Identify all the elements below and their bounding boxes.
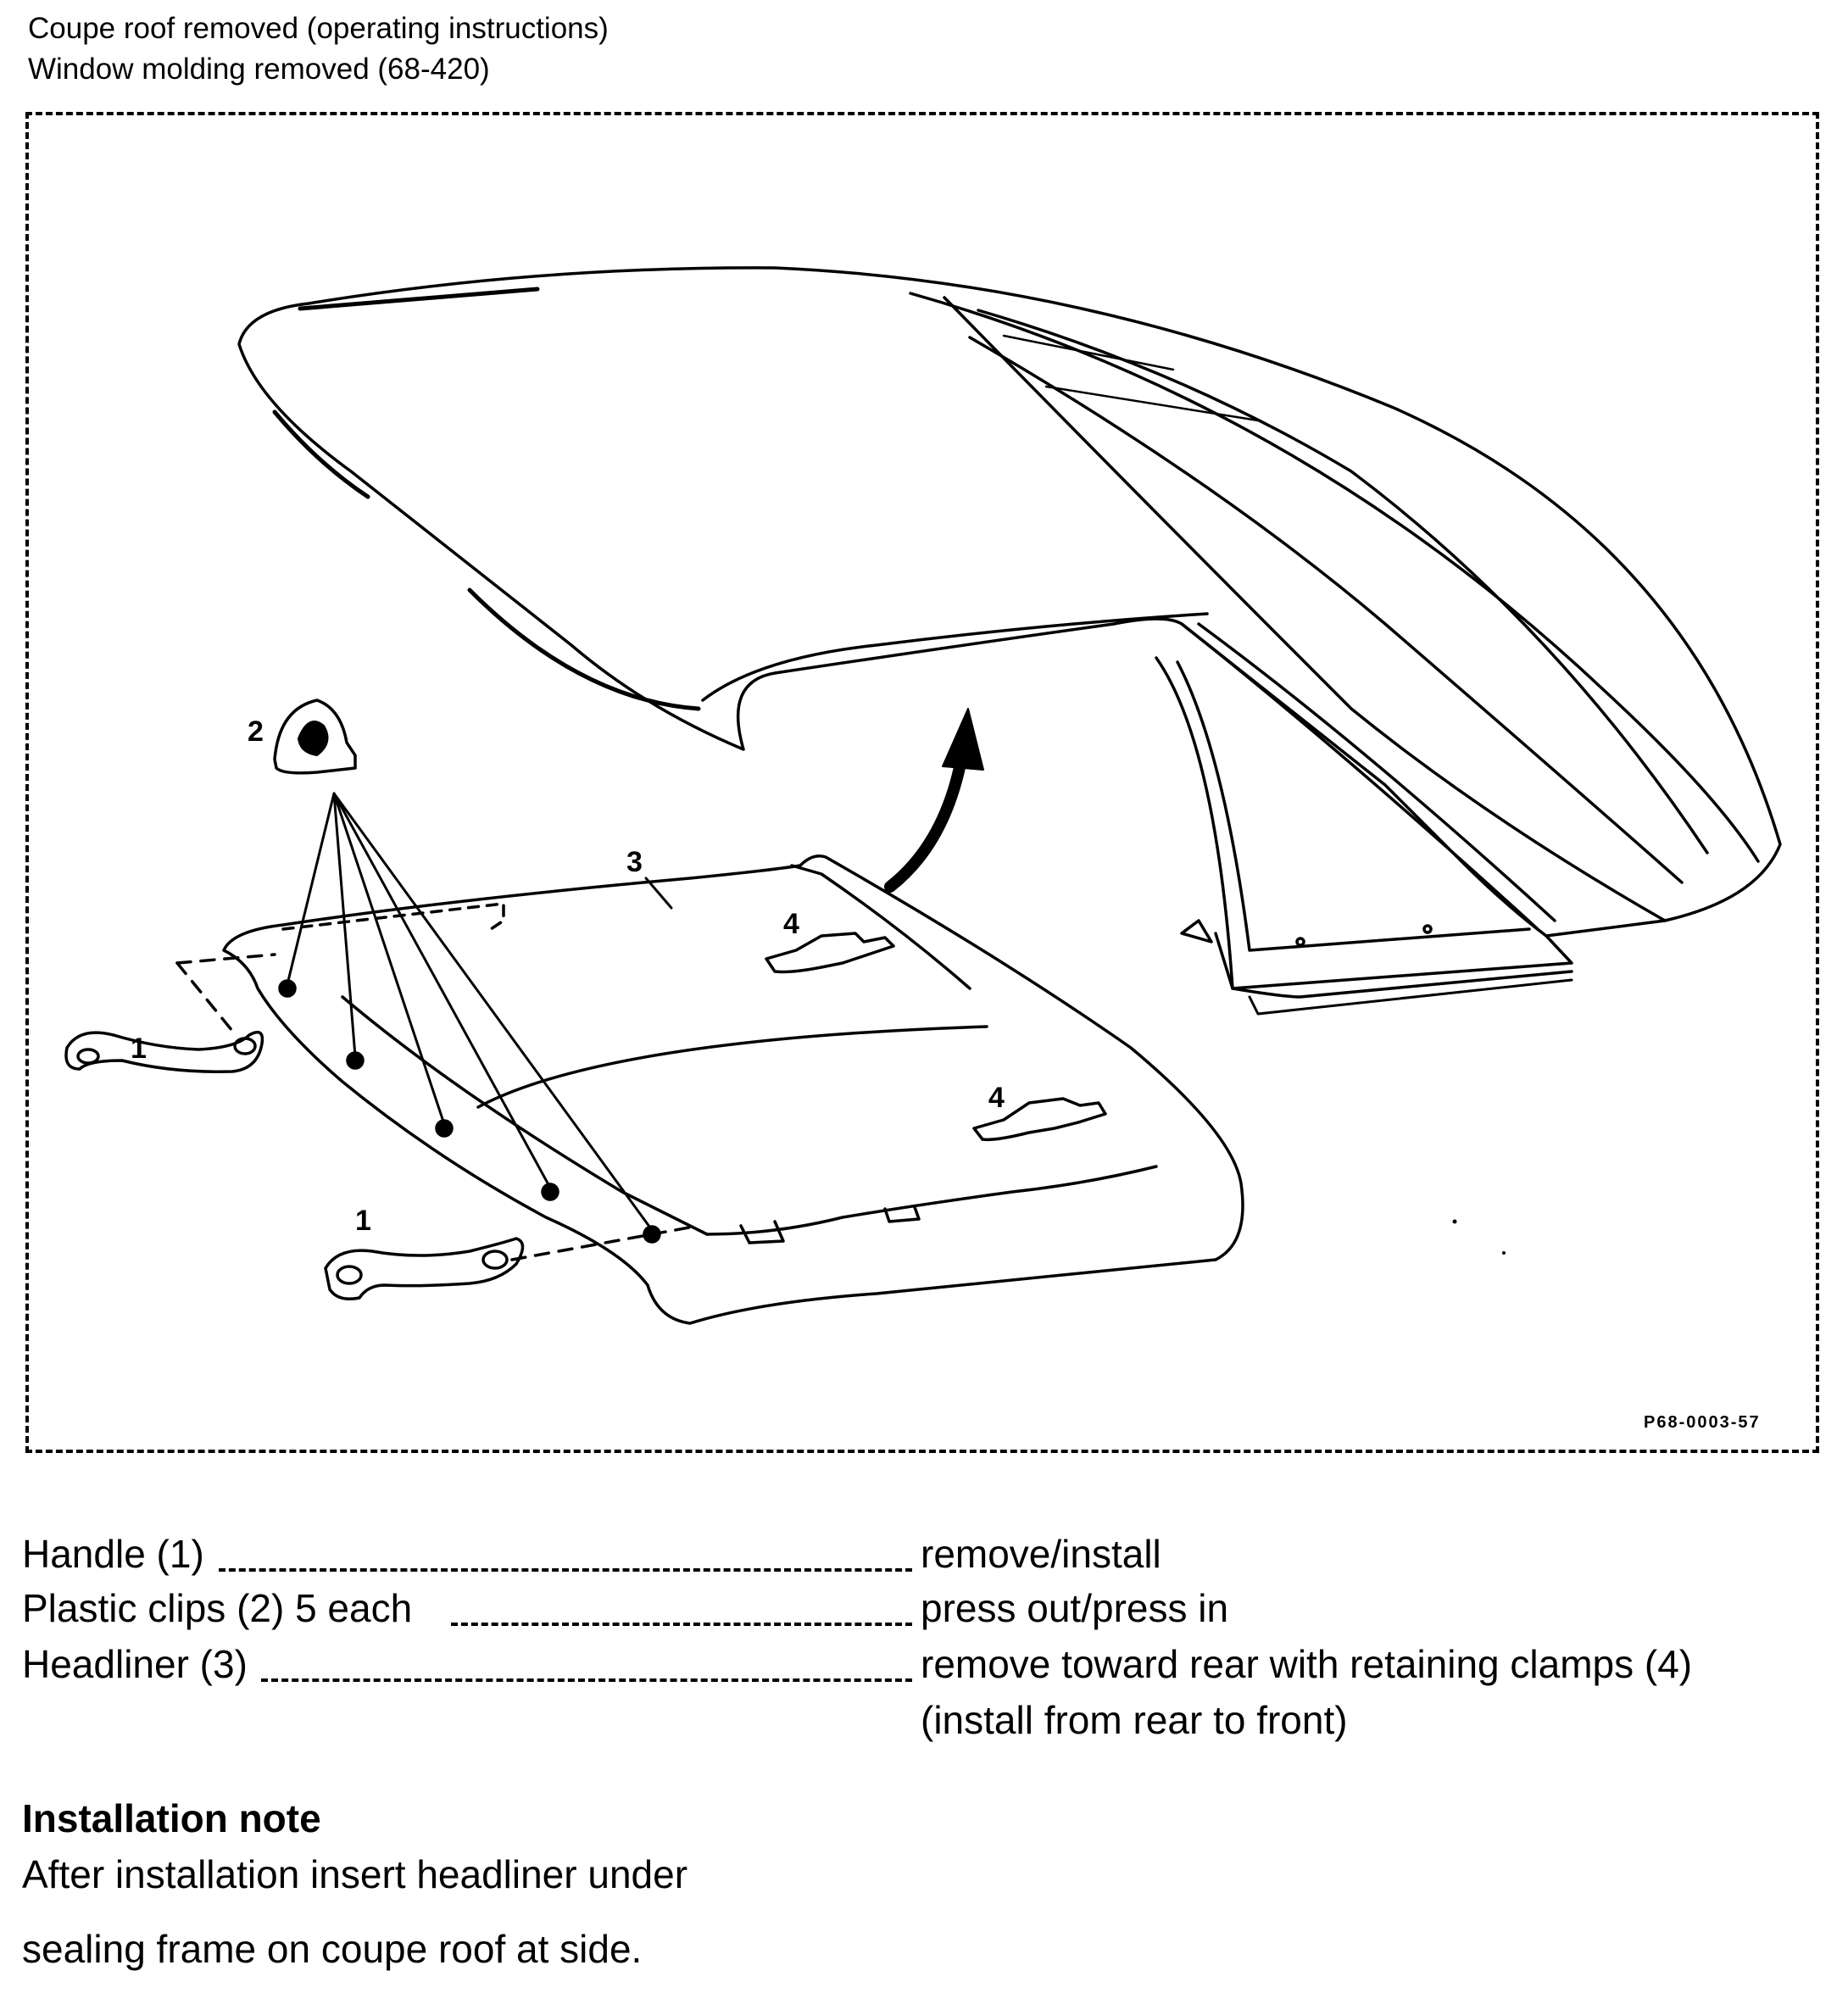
installation-note-heading: Installation note — [22, 1796, 321, 1840]
callout-4-lower: 4 — [988, 1082, 1005, 1114]
clip-point-2 — [346, 1051, 365, 1070]
side-window-bottom — [1248, 978, 1573, 1016]
side-window-diagonal — [1180, 622, 1539, 931]
frame-hole-2 — [1422, 924, 1433, 934]
headliner-bracket-top — [281, 902, 505, 931]
side-window-frame-outer — [1155, 656, 1573, 990]
step-item: Headliner (3) — [22, 1642, 248, 1686]
roof-front-molding — [272, 409, 370, 499]
figure-frame: 1 1 2 3 — [25, 112, 1819, 1453]
headliner-crease — [476, 1025, 988, 1109]
clip-point-4 — [541, 1183, 559, 1201]
roof-seam-line — [298, 287, 540, 311]
stray-mark-1 — [1452, 1219, 1457, 1224]
roof-outline — [237, 266, 1782, 938]
prerequisite-line-1: Coupe roof removed (operating instructio… — [28, 12, 609, 45]
handle-upper-screw-right — [233, 1037, 257, 1055]
step-plastic-clips: Plastic clips (2) 5 each press out/press… — [22, 1589, 1819, 1641]
installation-note-line-1: After installation insert headliner unde… — [22, 1852, 688, 1896]
dotted-leader — [451, 1623, 912, 1626]
figure-id: P68-0003-57 — [1644, 1413, 1761, 1432]
retaining-clamp-upper — [765, 932, 895, 974]
direction-arrow-head — [942, 708, 984, 771]
plastic-clip-body — [273, 699, 357, 775]
handle-2-mount-line — [510, 1224, 700, 1261]
headliner — [222, 854, 1244, 1325]
rear-window-edge-lower — [943, 296, 1667, 922]
clip-leader-lines — [286, 792, 654, 1232]
headliner-rear-lip — [705, 1165, 1158, 1236]
headliner-tab-2 — [883, 1205, 921, 1223]
headliner-front-ridge — [790, 864, 971, 990]
handle-lower-grip — [324, 1237, 525, 1300]
step-headliner: Headliner (3) remove toward rear with re… — [22, 1645, 1819, 1755]
dotted-leader — [219, 1568, 912, 1572]
exploded-view-illustration: 1 1 2 3 — [64, 266, 1782, 1432]
coupe-roof — [237, 266, 1782, 1016]
rear-window-edge-upper — [909, 292, 1760, 863]
step-item: Handle (1) — [22, 1532, 204, 1576]
handle-lower-screw-left — [336, 1265, 363, 1285]
step-action: press out/press in — [921, 1586, 1229, 1630]
headliner-inner-edge — [341, 995, 709, 1236]
callout-3: 3 — [626, 846, 643, 878]
plastic-clip-head — [298, 721, 329, 756]
direction-arrow — [884, 754, 967, 893]
side-window-frame-inner — [1176, 660, 1531, 952]
handle-lower-screw-right — [481, 1250, 509, 1270]
callout-3-leader — [644, 877, 673, 910]
frame-hole-1 — [1295, 937, 1305, 947]
headliner-tab-1 — [739, 1220, 785, 1244]
handle-1-mount-line-upper — [175, 953, 276, 965]
side-window-diagonal-2 — [1197, 622, 1556, 922]
retaining-clamp-lower — [972, 1097, 1107, 1142]
callout-2: 2 — [248, 715, 264, 748]
side-window-sill — [1214, 932, 1573, 999]
step-item: Plastic clips (2) 5 each — [22, 1586, 413, 1630]
step-action: remove/install — [921, 1532, 1161, 1576]
roof-front-bow — [701, 612, 1209, 702]
handle-lower — [324, 1237, 525, 1300]
clip-mount-points — [278, 979, 661, 1244]
callout-1-lower: 1 — [355, 1205, 371, 1237]
headliner-outline — [222, 854, 1244, 1325]
frame-bracket — [1180, 919, 1213, 944]
step-handle: Handle (1) remove/install — [22, 1534, 1819, 1587]
rear-window-sill — [1002, 334, 1260, 422]
prerequisite-line-2: Window molding removed (68-420) — [28, 53, 490, 86]
stray-mark-2 — [1502, 1251, 1506, 1255]
step-action-continued: (install from rear to front) — [921, 1698, 1348, 1742]
rear-window-frame — [968, 336, 1684, 884]
clip-point-5 — [643, 1225, 661, 1244]
dotted-leader — [261, 1678, 912, 1682]
clip-point-1 — [278, 979, 297, 998]
callout-1-upper: 1 — [131, 1033, 147, 1065]
roof-side-molding — [467, 587, 701, 711]
clip-point-3 — [435, 1119, 454, 1138]
step-action: remove toward rear with retaining clamps… — [921, 1642, 1693, 1686]
handle-1-mount-line-vertical — [175, 961, 234, 1033]
installation-note-line-2: sealing frame on coupe roof at side. — [22, 1927, 643, 1971]
callout-4-upper: 4 — [783, 908, 799, 940]
rear-window-inner — [977, 309, 1709, 854]
handle-upper — [64, 1030, 264, 1073]
plastic-clip — [273, 699, 357, 775]
handle-upper-screw-left — [76, 1048, 100, 1065]
